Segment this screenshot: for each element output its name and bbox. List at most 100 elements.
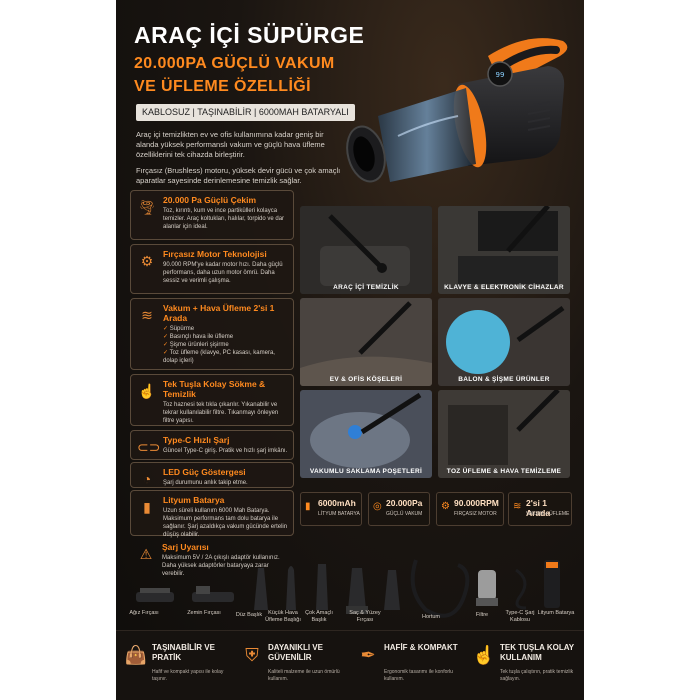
benefit-one-touch: ☝ TEK TUŞLA KOLAY KULLANIM Tek tuşla çal… [468,641,582,697]
motor-icon: ⚙ [441,501,450,512]
feature-title: Fırçasız Motor Teknolojisi [163,249,267,259]
photo-label: BALON & ŞİŞME ÜRÜNLER [458,376,550,383]
usb-c-icon: ⊂⊃ [137,439,161,455]
photo-label: VAKUMLU SAKLAMA POŞETLERİ [309,468,423,475]
benefit-durable: ⛨ DAYANIKLI VE GÜVENİLİR Kaliteli malzem… [236,641,350,697]
spec-battery: ▮ 6000mAh LİTYUM BATARYA [300,492,362,526]
benefit-title: TEK TUŞLA KOLAY KULLANIM [500,643,574,662]
spec-2in1: ≋ 2'si 1 Arada VAKUM + ÜFLEME [508,492,572,526]
feature-desc: Maksimum 5V / 2A çıkışlı adaptör kullanı… [162,555,280,577]
feature-suction: 🌪 20.000 Pa Güçlü Çekim Toz, kırıntı, ku… [130,190,294,240]
feature-desc: Güncel Type-C giriş. Pratik ve hızlı şar… [163,448,288,454]
svg-text:99: 99 [496,71,505,79]
battery-icon: ▮ [143,499,151,515]
spec-value: 6000mAh [318,498,356,508]
motor-icon: ⚙ [140,253,154,269]
photo-label: ARAÇ İÇİ TEMİZLİK [333,284,399,291]
shield-icon: ⛨ [245,645,259,665]
feature-title: LED Güç Göstergesi [163,467,246,477]
spec-value: 2'si 1 Arada [526,498,551,518]
spec-value: 20.000Pa [386,498,423,508]
feature-led: ◔ LED Güç Göstergesi Şarj durumunu anlık… [130,462,294,488]
feature-title: 20.000 Pa Güçlü Çekim [163,195,257,205]
photo-dust-blowing: TOZ ÜFLEME & HAVA TEMİZLEME [438,390,570,478]
bag-icon: 👜 [124,645,148,665]
feature-2in1: ≋ Vakum + Hava Üfleme 2'si 1 Arada Süpür… [130,298,294,370]
accessory-label: Type-C Şarj Kablosu [505,610,535,623]
spec-motor: ⚙ 90.000RPM FIRÇASIZ MOTOR [436,492,504,526]
feature-title: Tek Tuşla Kolay Sökme & Temizlik [163,379,266,399]
benefit-desc: Kaliteli malzeme ile uzun ömürlü kullanı… [268,669,340,682]
accessory-label: Saç & Yüzey Fırçası [349,610,381,623]
intro-paragraph-1: Araç içi temizlikten ev ve ofis kullanım… [136,130,325,159]
spec-value: 90.000RPM [454,498,499,508]
feature-title: Lityum Batarya [163,495,225,505]
tagline-badge: KABLOSUZ | TAŞINABİLİR | 6000MAH BATARYA… [136,104,355,121]
photo-label: TOZ ÜFLEME & HAVA TEMİZLEME [446,468,562,475]
accessory-label: Zemin Fırçası [187,610,221,616]
feature-list: Süpürme Basınçlı hava ile üfleme Şişme ü… [163,325,288,365]
feature-desc: Uzun süreli kullanım 6000 Mah Batarya. M… [163,508,288,538]
list-item: Basınçlı hava ile üfleme [163,333,288,341]
photo-home-office: EV & OFİS KÖŞELERİ [300,298,432,386]
feature-charge-warning: ⚠ Şarj Uyarısı Maksimum 5V / 2A çıkışlı … [130,538,294,580]
page-title: ARAÇ İÇİ SÜPÜRGE [134,22,365,48]
benefit-desc: Ergonomik tasarımı ile konforlu kullanım… [384,669,453,682]
accessory-label: Küçük Hava Üfleme Başlığı [265,610,301,623]
feature-desc: Toz, kırıntı, kum ve ince partikülleri k… [163,208,285,230]
benefit-title: HAFİF & KOMPAKT [384,643,458,652]
vacuum-product-image: 99 [346,38,568,183]
spec-suction: ◎ 20.000Pa GÜÇLÜ VAKUM [368,492,430,526]
benefit-portable: 👜 TAŞINABİLİR VE PRATİK Hafif ve kompakt… [120,641,234,697]
list-item: Toz üfleme (klavye, PC kasası, kamera, d… [163,349,288,365]
spec-label: FIRÇASIZ MOTOR [454,511,497,517]
accessory-label: Hortum [421,614,441,620]
accessories-illustration [136,559,560,618]
photo-inflatables: BALON & ŞİŞME ÜRÜNLER [438,298,570,386]
accessory-label: Lityum Batarya [537,610,575,616]
photo-keyboard: KLAVYE & ELEKTRONİK CİHAZLAR [438,206,570,294]
hand-tap-icon: ☝ [472,645,496,665]
feather-icon: ✒ [360,645,376,665]
spec-label: LİTYUM BATARYA [318,511,360,517]
feature-title: Şarj Uyarısı [162,542,209,552]
hand-tap-icon: ☝ [138,383,156,399]
product-poster: ARAÇ İÇİ SÜPÜRGE 20.000PA GÜÇLÜ VAKUM VE… [116,0,584,700]
feature-desc: Şarj durumunu anlık takip etme. [163,480,248,486]
feature-motor: ⚙ Fırçasız Motor Teknolojisi 90.000 RPM'… [130,244,294,294]
accessory-label: Ağız Fırçası [129,610,159,616]
feature-title: Type-C Hızlı Şarj [163,435,230,445]
feature-title: Vakum + Hava Üfleme 2'si 1 Arada [163,303,275,323]
benefit-desc: Tek tuşla çalıştırın, pratik temizlik sa… [500,669,574,682]
tornado-icon: ◎ [373,501,382,512]
feature-desc: 90.000 RPM'ye kadar motor hızı. Daha güç… [163,262,283,284]
spec-label: GÜÇLÜ VAKUM [386,511,423,517]
benefit-compact: ✒ HAFİF & KOMPAKT Ergonomik tasarımı ile… [352,641,466,697]
benefit-title: DAYANIKLI VE GÜVENİLİR [268,643,323,662]
photo-vacuum-bags: VAKUMLU SAKLAMA POŞETLERİ [300,390,432,478]
battery-icon: ▮ [305,501,311,512]
benefit-title: TAŞINABİLİR VE PRATİK [152,643,215,662]
benefits-strip: 👜 TAŞINABİLİR VE PRATİK Hafif ve kompakt… [116,630,584,700]
benefit-desc: Hafif ve kompakt yapısı ile kolay taşını… [152,669,224,682]
photo-label: EV & OFİS KÖŞELERİ [329,376,403,383]
list-item: Süpürme [163,325,288,333]
accessory-label: Filtre [475,612,489,618]
spec-label: VAKUM + ÜFLEME [526,511,570,517]
photo-label: KLAVYE & ELEKTRONİK CİHAZLAR [444,284,564,291]
accessory-label: Düz Başlık [235,612,263,618]
wind-icon: ≋ [513,501,522,512]
feature-type-c: ⊂⊃ Type-C Hızlı Şarj Güncel Type-C giriş… [130,430,294,460]
feature-desc: Toz haznesi tek tıkla çıkarılır. Yıkanab… [163,402,279,424]
list-item: Şişme ürünleri şişirme [163,341,288,349]
warning-icon: ⚠ [139,546,153,562]
accessory-label: Çok Amaçlı Başlık [305,610,333,623]
feature-easy-clean: ☝ Tek Tuşla Kolay Sökme & Temizlik Toz h… [130,374,294,426]
intro-paragraph-2: Fırçasız (Brushless) motoru, yüksek devi… [136,166,341,185]
tornado-icon: 🌪 [138,199,156,215]
photo-car-interior: ARAÇ İÇİ TEMİZLİK [300,206,432,294]
subtitle-line-2: VE ÜFLEME ÖZELLİĞİ [134,78,311,95]
subtitle-line-1: 20.000PA GÜÇLÜ VAKUM [134,55,335,72]
feature-battery: ▮ Lityum Batarya Uzun süreli kullanım 60… [130,490,294,538]
led-icon: ◔ [142,471,152,487]
